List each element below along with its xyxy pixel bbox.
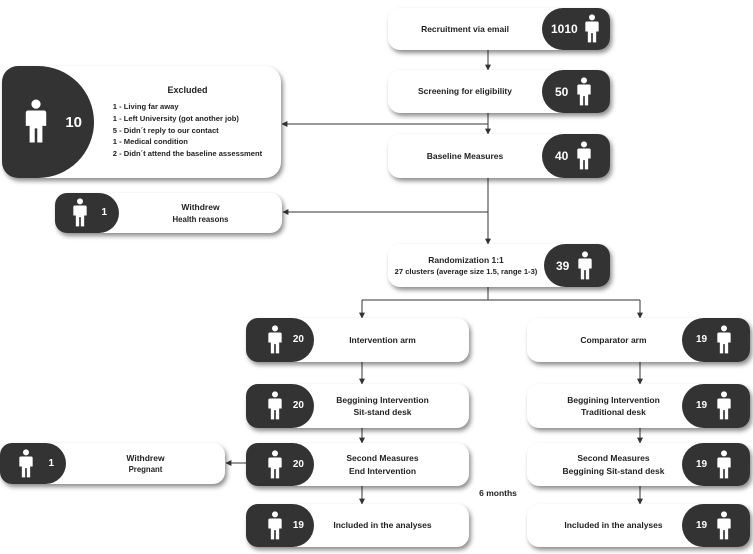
person-icon: [577, 141, 592, 170]
comparator-second-box: Second Measures Beggining Sit-stand desk…: [527, 443, 750, 486]
intervention-analysed-count: 19: [292, 519, 304, 531]
comparator-analysed-badge: 19: [682, 504, 750, 547]
comparator-second-line1: Second Measures: [577, 453, 650, 464]
excluded-box: 10 Excluded 1 - Living far away 1 - Left…: [2, 66, 281, 178]
comparator-beginning-line2: Traditional desk: [581, 407, 646, 417]
six-months-label: 6 months: [479, 488, 517, 498]
withdrew-health-count: 1: [101, 207, 107, 218]
intervention-beginning-content: Beggining Intervention Sit-stand desk: [314, 384, 451, 428]
intervention-analysed-label: Included in the analyses: [333, 520, 432, 531]
excluded-reason: 5 - Didn´t reply to our contact: [112, 125, 219, 135]
withdrew-pregnant-reason: Pregnant: [128, 465, 163, 474]
person-icon: [268, 391, 282, 420]
comparator-analysed-box: Included in the analyses 19: [527, 504, 750, 547]
withdrew-health-badge: 1: [55, 193, 119, 233]
withdrew-health-content: Withdrew Health reasons: [119, 193, 282, 233]
person-icon: [585, 14, 599, 43]
excluded-reason: 1 - Medical condition: [112, 137, 188, 147]
excluded-reason: 1 - Left University (got another job): [112, 113, 239, 123]
person-icon: [578, 250, 593, 279]
withdrew-health-reason: Health reasons: [172, 214, 229, 224]
intervention-arm-label: Intervention arm: [349, 334, 416, 345]
excluded-reason: 1 - Living far away: [112, 102, 179, 112]
comparator-analysed-count: 19: [696, 519, 708, 531]
person-icon: [577, 76, 592, 105]
person-icon: [268, 510, 282, 539]
intervention-second-badge: 20: [246, 443, 314, 486]
excluded-reasons: 1 - Living far away 1 - Left University …: [113, 101, 262, 160]
person-icon: [717, 325, 731, 354]
person-icon: [19, 448, 34, 477]
randomization-box: Randomization 1:1 27 clusters (average s…: [388, 244, 610, 287]
randomization-content: Randomization 1:1 27 clusters (average s…: [388, 244, 544, 287]
comparator-second-content: Second Measures Beggining Sit-stand desk: [545, 443, 682, 486]
comparator-second-count: 19: [696, 458, 708, 470]
person-icon: [268, 325, 282, 354]
comparator-second-line2: Beggining Sit-stand desk: [562, 465, 665, 476]
withdrew-health-title: Withdrew: [181, 202, 220, 213]
intervention-beginning-count: 20: [292, 400, 304, 411]
recruitment-label: Recruitment via email: [421, 23, 509, 34]
baseline-box: Baseline Measures 40: [388, 134, 610, 178]
comparator-beginning-content: Beggining Intervention Traditional desk: [545, 384, 682, 428]
intervention-beginning-badge: 20: [246, 384, 314, 428]
randomization-count: 39: [556, 258, 570, 273]
intervention-beginning-box: 20 Beggining Intervention Sit-stand desk: [246, 384, 469, 428]
baseline-count: 40: [555, 149, 569, 163]
withdrew-pregnant-count: 1: [48, 457, 54, 469]
baseline-label: Baseline Measures: [426, 150, 504, 161]
person-icon: [73, 198, 88, 227]
intervention-second-count: 20: [292, 458, 304, 470]
intervention-second-box: 20 Second Measures End Intervention: [246, 443, 469, 486]
randomization-title: Randomization 1:1: [428, 254, 504, 265]
excluded-content: Excluded 1 - Living far away 1 - Left Un…: [94, 66, 281, 178]
comparator-second-badge: 19: [682, 443, 750, 486]
person-icon: [268, 449, 282, 478]
excluded-reason: 2 - Didn´t attend the baseline assessmen…: [112, 149, 263, 159]
excluded-count: 10: [65, 113, 82, 131]
intervention-second-line2: End Intervention: [348, 465, 417, 476]
withdrew-pregnant-box: 1 Withdrew Pregnant: [0, 443, 225, 484]
withdrew-pregnant-content: Withdrew Pregnant: [66, 443, 225, 484]
recruitment-count: 1010: [551, 22, 578, 36]
comparator-arm-badge: 19: [682, 318, 750, 362]
excluded-badge: 10: [2, 66, 94, 178]
comparator-beginning-line1: Beggining Intervention: [567, 394, 660, 405]
comparator-beginning-count: 19: [696, 400, 708, 411]
person-icon: [717, 449, 731, 478]
person-icon: [26, 99, 47, 143]
withdrew-pregnant-badge: 1: [0, 443, 66, 484]
intervention-arm-count: 20: [292, 334, 304, 345]
comparator-arm-box: Comparator arm 19: [527, 318, 750, 362]
intervention-arm-badge: 20: [246, 318, 314, 362]
randomization-detail: 27 clusters (average size 1.5, range 1-3…: [394, 267, 538, 277]
recruitment-badge: 1010: [542, 8, 610, 50]
comparator-arm-count: 19: [696, 334, 708, 345]
comparator-beginning-box: Beggining Intervention Traditional desk …: [527, 384, 750, 428]
intervention-analysed-box: 19 Included in the analyses: [246, 504, 469, 547]
comparator-analysed-label: Included in the analyses: [564, 520, 663, 531]
comparator-arm-label: Comparator arm: [580, 334, 647, 345]
intervention-arm-box: 20 Intervention arm: [246, 318, 469, 362]
intervention-analysed-badge: 19: [246, 504, 314, 547]
intervention-second-content: Second Measures End Intervention: [314, 443, 451, 486]
screening-box: Screening for eligibility 50: [388, 70, 610, 113]
screening-label: Screening for eligibility: [418, 86, 512, 97]
intervention-beginning-line2: Sit-stand desk: [353, 407, 412, 417]
excluded-title: Excluded: [167, 85, 208, 96]
withdrew-health-box: 1 Withdrew Health reasons: [55, 193, 282, 233]
recruitment-box: Recruitment via email 1010: [388, 8, 610, 50]
screening-badge: 50: [542, 70, 610, 113]
screening-count: 50: [555, 84, 569, 99]
withdrew-pregnant-title: Withdrew: [126, 452, 165, 463]
person-icon: [717, 510, 731, 539]
person-icon: [717, 391, 731, 420]
comparator-beginning-badge: 19: [682, 384, 750, 428]
intervention-second-line1: Second Measures: [346, 453, 419, 464]
intervention-beginning-line1: Beggining Intervention: [336, 394, 429, 405]
baseline-badge: 40: [542, 134, 610, 178]
randomization-badge: 39: [544, 244, 610, 287]
